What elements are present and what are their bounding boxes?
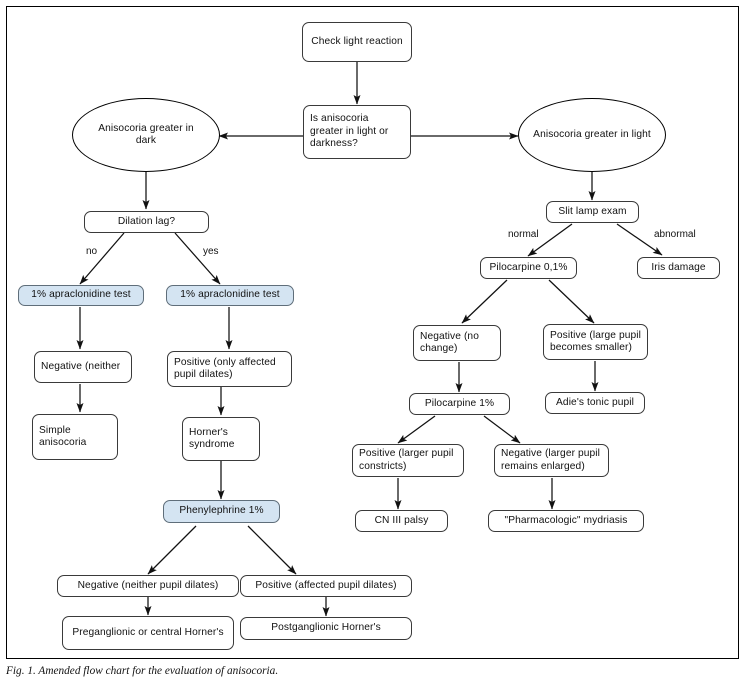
node-apraclonidine-test-left[interactable]: 1% apraclonidine test: [18, 285, 144, 306]
node-adies-tonic-pupil[interactable]: Adie's tonic pupil: [545, 392, 645, 414]
node-anisocoria-greater-light[interactable]: Anisocoria greater in light: [518, 98, 666, 172]
node-positive-large-pupil-smaller[interactable]: Positive (large pupil becomes smaller): [543, 324, 648, 360]
node-label: Preganglionic or central Horner's: [72, 626, 224, 638]
node-pharmacologic-mydriasis[interactable]: "Pharmacologic" mydriasis: [488, 510, 644, 532]
figure-caption: Fig. 1. Amended flow chart for the evalu…: [6, 665, 279, 677]
node-label: Positive (affected pupil dilates): [255, 579, 397, 591]
node-label: Phenylephrine 1%: [179, 505, 264, 517]
node-pilocarpine-01[interactable]: Pilocarpine 0,1%: [480, 257, 577, 279]
node-label: Positive (only affected pupil dilates): [174, 356, 276, 380]
node-label: Negative (no change): [420, 330, 479, 354]
node-negative-larger-pupil-enlarged[interactable]: Negative (larger pupil remains enlarged): [494, 444, 609, 477]
node-iris-damage[interactable]: Iris damage: [637, 257, 720, 279]
node-slit-lamp-exam[interactable]: Slit lamp exam: [546, 201, 639, 223]
node-label: Anisocoria greater in light: [533, 128, 651, 140]
node-is-anisocoria-greater[interactable]: Is anisocoria greater in light or darkne…: [303, 105, 411, 159]
node-positive-only-affected[interactable]: Positive (only affected pupil dilates): [167, 351, 292, 387]
node-label: Iris damage: [651, 261, 706, 273]
node-dilation-lag[interactable]: Dilation lag?: [84, 211, 209, 233]
node-label: 1% apraclonidine test: [180, 289, 280, 301]
node-postganglionic-horners[interactable]: Postganglionic Horner's: [240, 617, 412, 640]
node-positive-larger-pupil-constricts[interactable]: Positive (larger pupil constricts): [352, 444, 464, 477]
node-label: Slit lamp exam: [558, 205, 627, 217]
node-label: Positive (large pupil becomes smaller): [550, 329, 642, 353]
node-label: Negative (neither: [41, 360, 121, 372]
node-pilocarpine-1[interactable]: Pilocarpine 1%: [409, 393, 510, 415]
edge-label-no: no: [86, 246, 98, 257]
node-cn-iii-palsy[interactable]: CN III palsy: [355, 510, 448, 532]
node-negative-no-change[interactable]: Negative (no change): [413, 325, 501, 361]
node-label: Dilation lag?: [117, 215, 176, 227]
node-preganglionic-central-horners[interactable]: Preganglionic or central Horner's: [62, 616, 234, 650]
node-negative-neither-pupil-dilates[interactable]: Negative (neither pupil dilates): [57, 575, 239, 597]
node-label: "Pharmacologic" mydriasis: [504, 514, 628, 526]
node-simple-anisocoria[interactable]: Simple anisocoria: [32, 414, 118, 460]
node-label: Check light reaction: [311, 35, 403, 47]
node-phenylephrine[interactable]: Phenylephrine 1%: [163, 500, 280, 523]
node-label: Is anisocoria greater in light or darkne…: [310, 113, 389, 150]
node-label: Positive (larger pupil constricts): [359, 448, 454, 472]
node-label: Horner's syndrome: [189, 426, 235, 450]
node-anisocoria-greater-dark[interactable]: Anisocoria greater in dark: [72, 98, 220, 172]
node-label: Postganglionic Horner's: [271, 622, 381, 634]
node-check-light-reaction[interactable]: Check light reaction: [302, 22, 412, 62]
node-label: Negative (neither pupil dilates): [77, 579, 219, 591]
node-label: CN III palsy: [374, 514, 429, 526]
node-positive-affected-pupil-dilates[interactable]: Positive (affected pupil dilates): [240, 575, 412, 597]
node-horners-syndrome[interactable]: Horner's syndrome: [182, 417, 260, 461]
edge-label-abnormal: abnormal: [654, 229, 696, 240]
edge-label-normal: normal: [508, 229, 539, 240]
node-apraclonidine-test-right[interactable]: 1% apraclonidine test: [166, 285, 294, 306]
node-label: Adie's tonic pupil: [556, 396, 634, 408]
node-label: Pilocarpine 0,1%: [489, 261, 568, 273]
node-label: Pilocarpine 1%: [424, 397, 495, 409]
node-label: Simple anisocoria: [39, 424, 87, 448]
node-label: 1% apraclonidine test: [31, 289, 131, 301]
edge-label-yes: yes: [203, 246, 219, 257]
node-label: Negative (larger pupil remains enlarged): [501, 448, 601, 472]
node-negative-neither[interactable]: Negative (neither: [34, 351, 132, 383]
node-label: Anisocoria greater in dark: [98, 122, 194, 146]
